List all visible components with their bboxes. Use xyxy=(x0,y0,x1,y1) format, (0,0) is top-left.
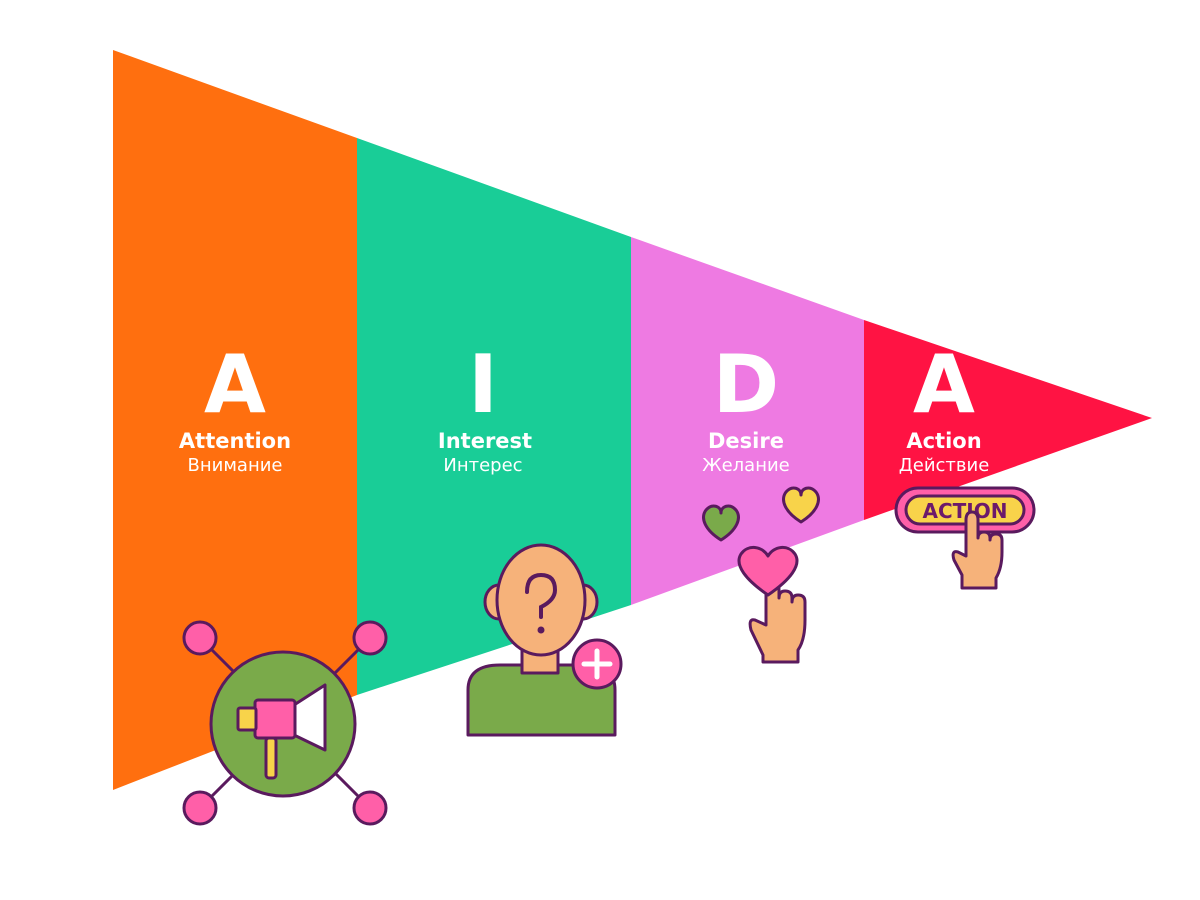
action-button-hand-icon: ACTION xyxy=(894,486,1036,590)
action-subtitle: Действие xyxy=(899,455,990,476)
desire-letter: D xyxy=(713,338,779,431)
action-title: Action xyxy=(906,429,981,453)
interest-title: Interest xyxy=(438,429,532,453)
interest-letter: I xyxy=(468,338,498,431)
desire-title: Desire xyxy=(708,429,784,453)
interest-subtitle: Интерес xyxy=(443,455,522,476)
attention-letter: A xyxy=(204,338,266,431)
desire-subtitle: Желание xyxy=(702,455,790,476)
attention-title: Attention xyxy=(179,429,291,453)
attention-subtitle: Внимание xyxy=(188,455,283,476)
hearts-hand-icon xyxy=(702,486,820,664)
action-letter: A xyxy=(913,338,975,431)
attention-segment xyxy=(113,50,357,790)
action-segment xyxy=(864,320,1152,520)
person-question-icon xyxy=(466,543,623,737)
megaphone-network-icon xyxy=(182,620,388,826)
